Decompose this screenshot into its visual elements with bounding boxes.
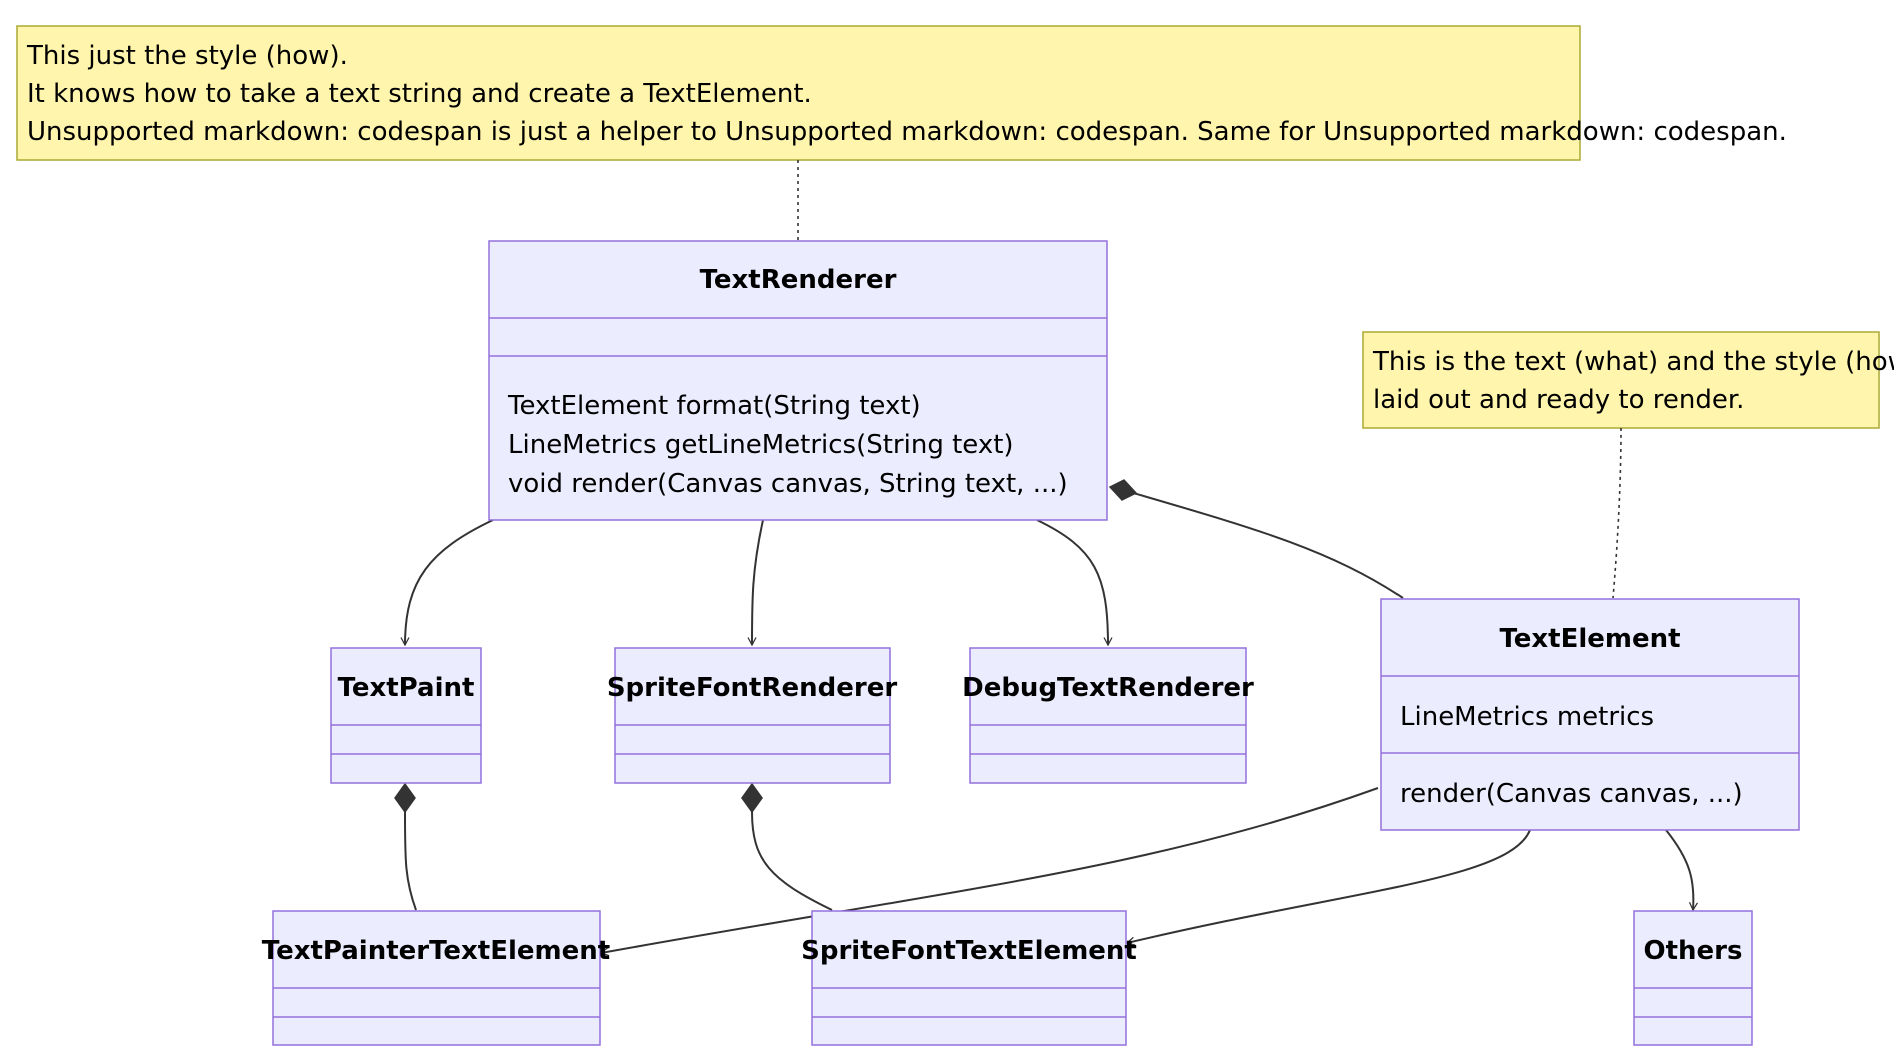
class-text-painter-text-element[interactable]: TextPainterTextElement — [262, 910, 610, 1046]
note-renderer-line-3: Unsupported markdown: codespan is just a… — [27, 117, 1787, 147]
note-text-element-line-2: laid out and ready to render. — [1373, 385, 1744, 415]
class-sprite-font-text-element-title: SpriteFontTextElement — [801, 936, 1137, 966]
class-text-renderer-method-3: void render(Canvas canvas, String text, … — [508, 469, 1068, 499]
edge-renderer-to-textpaint — [400, 519, 494, 647]
class-text-element-method-1: render(Canvas canvas, ...) — [1400, 779, 1743, 809]
note-text-element-line-1: This is the text (what) and the style (h… — [1372, 347, 1894, 377]
class-text-renderer-title: TextRenderer — [700, 265, 897, 295]
edge-textpainterelement-to-textpaint — [404, 811, 417, 911]
class-sprite-font-renderer-title: SpriteFontRenderer — [607, 673, 898, 703]
class-text-renderer-method-1: TextElement format(String text) — [507, 391, 921, 421]
edge-textelement-to-textpainterelement — [599, 787, 1379, 957]
note-text-element: This is the text (what) and the style (h… — [1362, 331, 1894, 429]
edge-spritefontelement-to-spritefontrenderer — [751, 811, 833, 911]
class-text-renderer-method-2: LineMetrics getLineMetrics(String text) — [508, 430, 1014, 460]
class-debug-text-renderer-title: DebugTextRenderer — [962, 673, 1254, 703]
composition-diamond-spritefontrenderer — [741, 782, 763, 814]
composition-diamond-renderer — [1108, 479, 1138, 501]
note-text-element-link — [1612, 427, 1622, 599]
class-text-element[interactable]: TextElement LineMetrics metrics render(C… — [1380, 598, 1800, 831]
note-renderer-line-2: It knows how to take a text string and c… — [27, 79, 812, 109]
edge-renderer-to-debugtextrenderer — [1036, 519, 1113, 647]
edge-textelement-composes-renderer — [1129, 491, 1404, 599]
class-text-renderer[interactable]: TextRenderer TextElement format(String t… — [488, 240, 1108, 521]
class-text-element-title: TextElement — [1499, 624, 1680, 654]
note-renderer: This just the style (how). It knows how … — [16, 25, 1787, 161]
class-others-title: Others — [1644, 936, 1743, 966]
class-debug-text-renderer[interactable]: DebugTextRenderer — [962, 647, 1254, 784]
note-renderer-line-1: This just the style (how). — [26, 41, 348, 71]
class-text-element-field-1: LineMetrics metrics — [1400, 702, 1654, 732]
class-text-painter-text-element-title: TextPainterTextElement — [262, 936, 610, 966]
edge-textelement-to-spritefontelement — [1125, 829, 1531, 946]
edge-renderer-to-spritefontrenderer — [747, 519, 764, 647]
class-others[interactable]: Others — [1633, 910, 1753, 1046]
edge-textelement-to-others — [1665, 829, 1699, 912]
class-text-paint[interactable]: TextPaint — [330, 647, 482, 784]
composition-diamond-textpaint — [394, 782, 416, 814]
class-text-paint-title: TextPaint — [338, 673, 475, 703]
class-sprite-font-renderer[interactable]: SpriteFontRenderer — [607, 647, 898, 784]
class-sprite-font-text-element[interactable]: SpriteFontTextElement — [801, 910, 1137, 1046]
